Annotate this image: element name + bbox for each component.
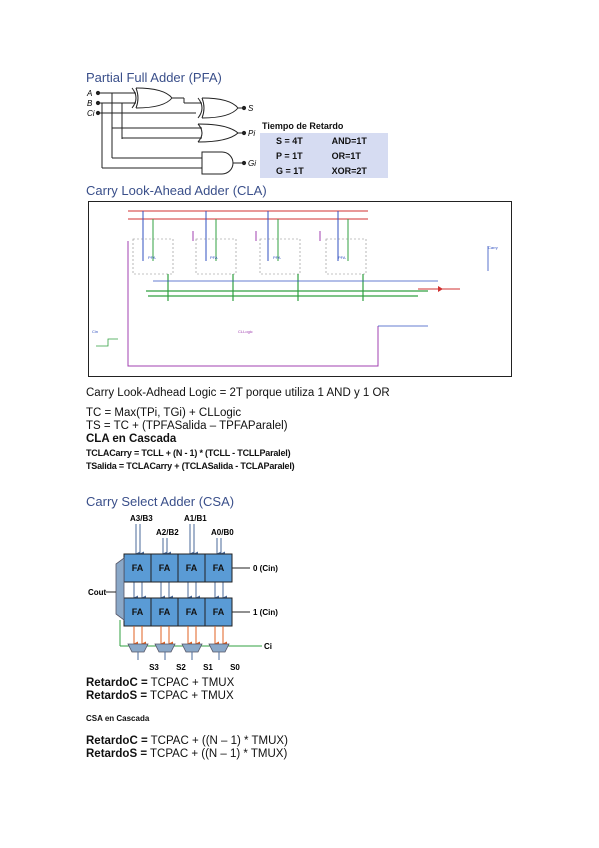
fa-block-0-row1: FA	[213, 607, 225, 617]
cla-schematic: PFA PFA PFA PFA CLLogic Carry Cin	[88, 201, 512, 377]
fa-block-1-row0: FA	[186, 563, 198, 573]
csa-cascade-retardo-c: RetardoC = TCPAC + ((N – 1) * TMUX)	[86, 735, 288, 747]
svg-text:PFA: PFA	[273, 255, 281, 260]
csa-retardo-s: RetardoS = TCPAC + TMUX	[86, 690, 234, 702]
cla-cascade-carry: TCLACarry = TCLL + (N - 1) * (TCLL - TCL…	[86, 448, 291, 458]
delay-table-header: Tiempo de Retardo	[260, 118, 388, 133]
pfa-title: Partial Full Adder (PFA)	[86, 70, 222, 85]
pfa-output-s: S	[248, 104, 254, 113]
csa-cascade-retardo-s: RetardoS = TCPAC + ((N – 1) * TMUX)	[86, 748, 288, 760]
csa-input-a3b3: A3/B3	[130, 514, 153, 523]
table-row: P = 1T OR=1T	[276, 150, 361, 161]
fa-block-0-row0: FA	[213, 563, 225, 573]
pfa-input-b: B	[87, 99, 93, 108]
cla-formula-ts: TS = TC + (TPFASalida – TPFAParalel)	[86, 420, 288, 432]
cla-formula-tc: TC = Max(TPi, TGi) + CLLogic	[86, 407, 242, 419]
fa-block-2-row1: FA	[159, 607, 171, 617]
fa-block-3-row1: FA	[132, 607, 144, 617]
cla-title: Carry Look-Ahead Adder (CLA)	[86, 183, 267, 198]
svg-text:Carry: Carry	[488, 245, 498, 250]
csa-diagram: A3/B3 A2/B2 A1/B1 A0/B0 FA FA FA FA	[88, 514, 278, 672]
svg-text:PFA: PFA	[210, 255, 218, 260]
csa-retardo-c: RetardoC = TCPAC + TMUX	[86, 677, 235, 689]
pfa-circuit-diagram: A B Ci S Pi Gi	[86, 87, 256, 175]
csa-input-a2b2: A2/B2	[156, 528, 179, 537]
csa-sum-s1: S1	[203, 663, 213, 672]
svg-text:PFA: PFA	[338, 255, 346, 260]
csa-sum-s2: S2	[176, 663, 186, 672]
csa-input-a0b0: A0/B0	[211, 528, 234, 537]
fa-block-2-row0: FA	[159, 563, 171, 573]
csa-row0-label: 0 (Cin)	[253, 564, 278, 573]
csa-sum-s0: S0	[230, 663, 240, 672]
svg-text:Cin: Cin	[92, 329, 98, 334]
table-row: G = 1T XOR=2T	[276, 165, 367, 176]
csa-row1-label: 1 (Cin)	[253, 608, 278, 617]
svg-text:CLLogic: CLLogic	[238, 329, 253, 334]
fa-block-3-row0: FA	[132, 563, 144, 573]
svg-text:PFA: PFA	[148, 255, 156, 260]
fa-block-1-row1: FA	[186, 607, 198, 617]
table-row: S = 4T AND=1T	[276, 135, 367, 146]
csa-ci-label: Ci	[264, 642, 272, 651]
csa-cascade-title: CSA en Cascada	[86, 714, 150, 723]
cla-cascade-sum: TSalida = TCLACarry + (TCLASalida - TCLA…	[86, 461, 295, 471]
pfa-output-g: Gi	[248, 159, 256, 168]
csa-cout-label: Cout	[88, 588, 107, 597]
pfa-input-a: A	[86, 89, 92, 98]
csa-sum-s3: S3	[149, 663, 159, 672]
delay-table: Tiempo de Retardo S = 4T AND=1T P = 1T O…	[260, 118, 388, 178]
csa-title: Carry Select Adder (CSA)	[86, 494, 235, 509]
cla-cascade-title: CLA en Cascada	[86, 433, 177, 445]
cla-logic-text: Carry Look-Adhead Logic = 2T porque util…	[86, 387, 390, 399]
pfa-output-p: Pi	[248, 129, 255, 138]
csa-input-a1b1: A1/B1	[184, 514, 207, 523]
pfa-input-ci: Ci	[87, 109, 95, 118]
